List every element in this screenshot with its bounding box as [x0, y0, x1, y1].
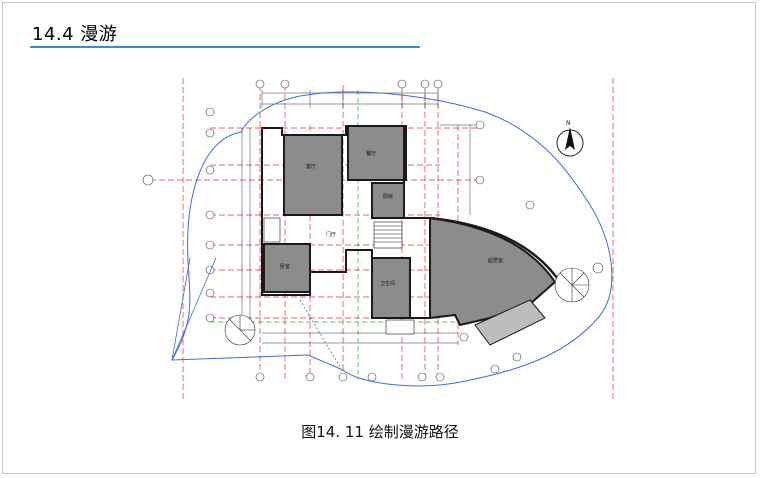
stair-treads	[374, 225, 402, 243]
figure-caption: 图14. 11 绘制漫游路径	[301, 423, 459, 441]
walkthrough-path-branch	[171, 257, 217, 361]
curved-wall	[429, 216, 564, 286]
stair-block	[263, 217, 415, 335]
grid-bubbles	[142, 79, 604, 382]
room-label: 卧室	[280, 263, 290, 270]
room-label: 起居室	[488, 257, 503, 264]
section-title: 14.4 漫游	[32, 24, 118, 45]
title-underline	[30, 46, 420, 48]
room-label: 客厅	[306, 163, 316, 170]
walkthrough-path	[171, 91, 613, 387]
spiral-stair-right	[554, 267, 590, 303]
building-walls	[261, 125, 431, 319]
building-rooms	[263, 125, 557, 327]
spiral-stair-left	[224, 314, 256, 346]
room-label: 卫生间	[380, 280, 395, 287]
room-label: 厨房	[383, 193, 393, 200]
svg-text:N: N	[566, 120, 571, 127]
dimension-lines-top	[241, 90, 480, 344]
balcony	[474, 299, 546, 346]
north-arrow-icon: N	[556, 120, 584, 157]
room-label: 门厅	[326, 231, 336, 238]
room-label: 餐厅	[366, 150, 376, 157]
walkthrough-path-link	[299, 299, 344, 373]
